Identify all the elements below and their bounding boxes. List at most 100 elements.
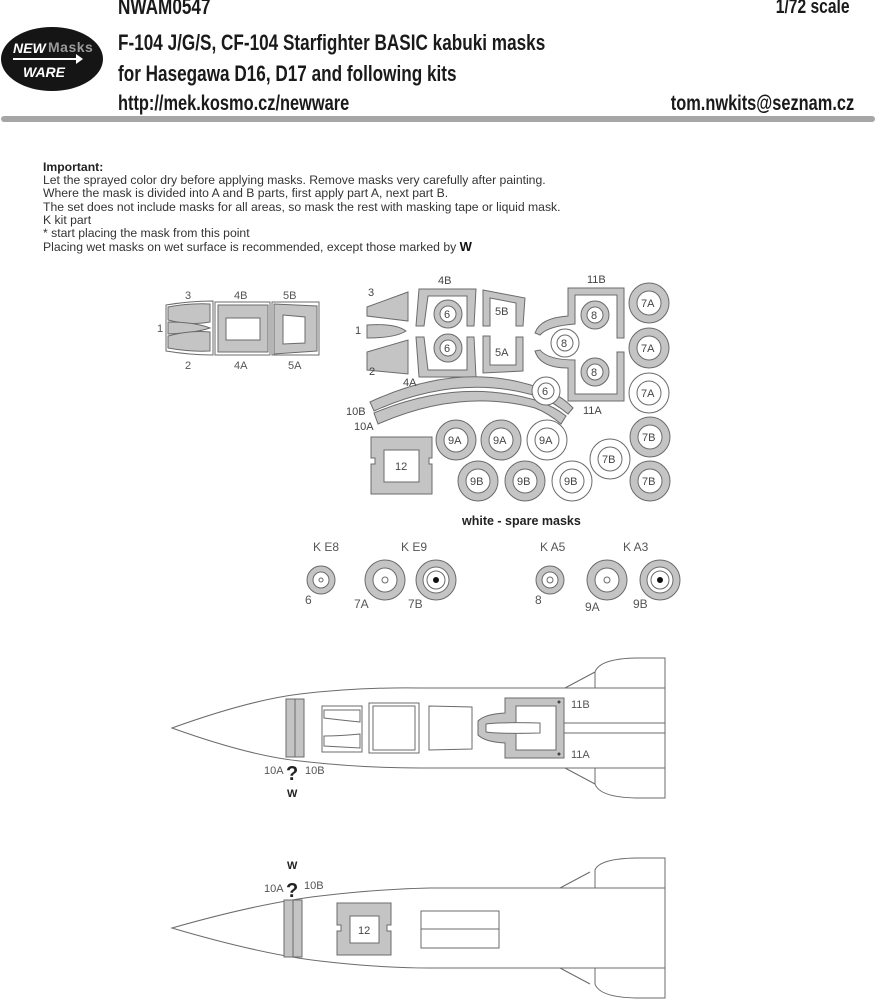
mask-circle: 7B (629, 460, 671, 502)
w-marker-icon: W (287, 860, 298, 872)
mask-circle: 9A (480, 419, 522, 461)
header-divider (1, 116, 875, 122)
svg-text:2: 2 (185, 360, 191, 372)
wheel-8 (535, 565, 565, 595)
svg-text:8: 8 (591, 367, 597, 379)
svg-text:6: 6 (305, 593, 312, 607)
fuselage-bottom-view: 12 10A 10B ? W (170, 857, 666, 999)
svg-text:K A3: K A3 (623, 540, 649, 554)
svg-text:5B: 5B (495, 306, 508, 318)
logo-arrow-icon (13, 54, 83, 64)
product-code: NWAM0547 (118, 0, 211, 19)
svg-text:7A: 7A (641, 343, 655, 355)
svg-text:4A: 4A (403, 377, 417, 389)
circle-masks: 6 6 6 8 8 8 7A 7A 7A 7B 7B 7B 9A 9A 9A 9… (433, 282, 671, 502)
svg-text:9B: 9B (564, 476, 577, 488)
svg-text:K E9: K E9 (401, 540, 427, 554)
mask-circle-spare: 6 (531, 376, 561, 406)
svg-text:3: 3 (368, 287, 374, 299)
svg-text:6: 6 (542, 386, 548, 398)
svg-text:11B: 11B (571, 699, 590, 711)
svg-text:1: 1 (157, 323, 163, 335)
instruction-line: The set does not include masks for all a… (43, 199, 561, 214)
page-subtitle: for Hasegawa D16, D17 and following kits (118, 61, 457, 86)
question-mark: ? (286, 880, 298, 902)
svg-text:2: 2 (369, 366, 375, 378)
svg-text:9B: 9B (633, 597, 648, 611)
svg-text:4A: 4A (234, 360, 248, 372)
instruction-line: K kit part (43, 212, 92, 227)
svg-text:10A: 10A (354, 421, 374, 433)
logo-new: NEW (13, 40, 46, 56)
mask-circle-spare: 7B (589, 438, 631, 480)
mask-circle-spare: 7A (628, 372, 670, 414)
svg-text:10A: 10A (264, 883, 284, 895)
svg-text:7B: 7B (408, 597, 423, 611)
mask-circle-spare: 9A (526, 419, 568, 461)
mask-circle-spare: 8 (550, 328, 580, 358)
wheel-7a (364, 559, 406, 601)
email-link[interactable]: tom.nwkits@seznam.cz (670, 92, 854, 115)
wheel-7b (415, 559, 457, 601)
canopy-diagram: 3 1 2 4B 4A 5B 5A (157, 290, 320, 372)
svg-text:5A: 5A (495, 347, 509, 359)
instruction-line: Placing wet masks on wet surface is reco… (43, 240, 561, 254)
svg-text:9A: 9A (539, 435, 553, 447)
svg-text:5A: 5A (288, 360, 302, 372)
wheel-diagrams: K E8 K E9 K A5 K A3 6 7A 7B 8 9A 9B (305, 540, 681, 614)
mask-circle: 9B (457, 460, 499, 502)
svg-text:8: 8 (591, 310, 597, 322)
mask-circle: 8 (580, 357, 610, 387)
question-mark: ? (286, 763, 298, 785)
svg-text:9B: 9B (470, 476, 483, 488)
canopy-label-3: 3 (185, 290, 191, 302)
website-link[interactable]: http://mek.kosmo.cz/newware (118, 92, 350, 115)
svg-text:9A: 9A (493, 435, 507, 447)
mask-sheet: 12 3 1 2 4B 4A 5B 5A 11B 11A 10B 10A (346, 274, 625, 495)
svg-text:7A: 7A (641, 298, 655, 310)
svg-text:12: 12 (395, 461, 407, 473)
svg-text:1: 1 (355, 325, 361, 337)
mask-circle: 9A (435, 419, 477, 461)
svg-text:K E8: K E8 (313, 540, 339, 554)
instruction-line: Let the sprayed color dry before applyin… (43, 173, 546, 188)
mask-circle: 6 (433, 299, 463, 329)
wheel-9a (586, 559, 628, 601)
logo-ware: WARE (23, 64, 65, 80)
instruction-line: Where the mask is divided into A and B p… (43, 186, 449, 201)
scale-label: 1/72 scale (776, 0, 850, 18)
svg-text:6: 6 (444, 343, 450, 355)
newware-logo: NEW Masks WARE (1, 27, 103, 91)
svg-text:11A: 11A (583, 405, 602, 417)
svg-text:11B: 11B (587, 274, 606, 286)
instructions-heading: Important: (43, 160, 104, 174)
svg-text:10A: 10A (264, 765, 284, 777)
logo-masks: Masks (48, 39, 94, 55)
w-marker-icon: W (287, 788, 298, 800)
svg-text:7B: 7B (642, 432, 655, 444)
svg-text:7B: 7B (602, 454, 615, 466)
svg-text:7B: 7B (642, 476, 655, 488)
svg-text:9A: 9A (585, 600, 600, 614)
svg-text:4B: 4B (234, 290, 247, 302)
svg-text:10B: 10B (304, 880, 324, 892)
svg-text:10B: 10B (305, 765, 325, 777)
wheel-9b (639, 559, 681, 601)
svg-text:8: 8 (561, 338, 567, 350)
svg-text:8: 8 (535, 593, 542, 607)
fuselage-top-view: 10A 10B 11B 11A ? W (170, 657, 666, 800)
instructions: Important: Let the sprayed color dry bef… (43, 160, 561, 254)
svg-text:4B: 4B (438, 275, 451, 287)
svg-text:6: 6 (444, 309, 450, 321)
svg-text:12: 12 (358, 925, 370, 937)
mask-circle-spare: 9B (551, 460, 593, 502)
w-marker-icon: W (459, 239, 472, 255)
wheel-6 (306, 565, 336, 595)
svg-text:9B: 9B (517, 476, 530, 488)
mask-circle: 8 (580, 300, 610, 330)
spare-masks-note: white - spare masks (462, 514, 581, 528)
instruction-line: * start placing the mask from this point (43, 226, 250, 241)
mask-circle: 7B (629, 416, 671, 458)
page-title: F-104 J/G/S, CF-104 Starfighter BASIC ka… (118, 30, 546, 55)
